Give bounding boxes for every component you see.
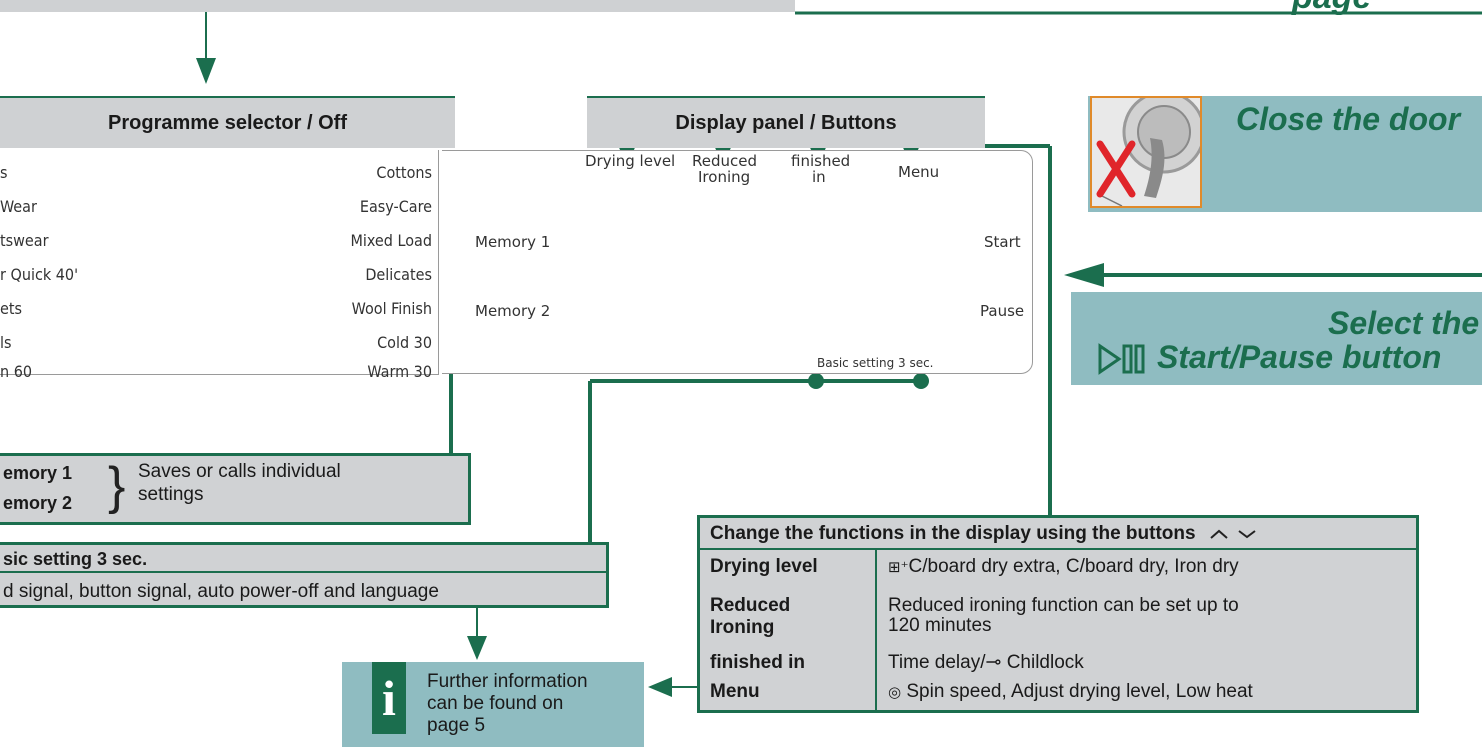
- info-line2: can be found on: [427, 693, 564, 714]
- display-screen: [577, 196, 962, 344]
- row-menu-value: ◎ Spin speed, Adjust drying level, Low h…: [888, 681, 1253, 704]
- door-warning-icon: [1090, 96, 1202, 208]
- memory-desc-line1: Saves or calls individual: [138, 461, 341, 482]
- row-reduced-key-1: Reduced: [710, 595, 791, 616]
- programme-warm-30[interactable]: Warm 30: [367, 362, 432, 381]
- programme-left-1[interactable]: Wear: [0, 197, 37, 216]
- programme-wool-finish[interactable]: Wool Finish: [351, 299, 432, 318]
- programme-left-4[interactable]: ets: [0, 299, 22, 318]
- memory-1-key: emory 1: [3, 463, 73, 483]
- spin-speed-icon: ◎: [888, 684, 902, 701]
- close-door-box: Close the door: [1088, 96, 1482, 212]
- chevron-up-down-icon: [1210, 529, 1256, 539]
- menu-desc: Spin speed, Adjust drying level, Low hea…: [901, 681, 1253, 702]
- programme-left-2[interactable]: tswear: [0, 231, 49, 250]
- programme-selector-title: Programme selector / Off: [108, 111, 347, 134]
- row-finished-in-value: Time delay/⊸ Childlock: [888, 652, 1084, 674]
- function-table-caption: Change the functions in the display usin…: [700, 518, 1416, 550]
- finished-in-button-line2[interactable]: in: [812, 168, 826, 186]
- basic-setting-text: d signal, button signal, auto power-off …: [3, 581, 439, 602]
- display-panel: [442, 150, 1033, 374]
- programme-easy-care[interactable]: Easy-Care: [359, 197, 432, 216]
- row-finished-in-key: finished in: [710, 652, 805, 673]
- start-label: Start: [984, 233, 1021, 251]
- memory-box: emory 1 emory 2 } Saves or calls individ…: [0, 453, 471, 525]
- childlock-text: Childlock: [1001, 652, 1084, 673]
- programme-left-0[interactable]: s: [0, 163, 8, 182]
- programme-selector-header: Programme selector / Off: [0, 96, 455, 148]
- memory-desc-line2: settings: [138, 484, 204, 505]
- select-start-line2: Start/Pause button: [1157, 339, 1442, 375]
- info-icon: i: [372, 662, 406, 734]
- select-start-line1: Select the: [1328, 305, 1480, 341]
- row-drying-level-value: ⊞⁺C/board dry extra, C/board dry, Iron d…: [888, 556, 1239, 579]
- programme-delicates[interactable]: Delicates: [365, 265, 432, 284]
- row-menu-key: Menu: [710, 681, 760, 702]
- start-pause-icon: [1098, 343, 1145, 375]
- row-reduced-key-2: Ironing: [710, 617, 775, 638]
- table-divider: [875, 550, 877, 710]
- info-line3: page 5: [427, 715, 486, 736]
- info-line1: Further information: [427, 671, 588, 692]
- basic-setting-title: sic setting 3 sec.: [3, 549, 148, 569]
- pause-label: Pause: [980, 302, 1025, 320]
- drying-level-button[interactable]: Drying level: [585, 152, 676, 170]
- reduced-ironing-button-line2[interactable]: Ironing: [698, 168, 751, 186]
- programme-selector-panel: s Wear tswear r Quick 40' ets ls n 60 Co…: [0, 150, 439, 381]
- programme-cottons[interactable]: Cottons: [376, 163, 432, 182]
- key-icon: ⊸: [985, 652, 1002, 673]
- display-panel-title: Display panel / Buttons: [675, 111, 897, 134]
- row-drying-level-key: Drying level: [710, 556, 818, 577]
- board-dry-extra-icon: ⊞⁺: [888, 559, 909, 576]
- programme-knob[interactable]: [106, 172, 306, 372]
- basic-setting-label[interactable]: Basic setting 3 sec.: [817, 356, 934, 370]
- time-delay-text: Time delay/: [888, 652, 986, 673]
- memory-2-key: emory 2: [3, 493, 73, 513]
- menu-button[interactable]: Menu: [898, 163, 940, 181]
- drying-level-desc: C/board dry extra, C/board dry, Iron dry: [908, 556, 1239, 577]
- function-table: Change the functions in the display usin…: [697, 515, 1419, 713]
- display-panel-header: Display panel / Buttons: [587, 96, 985, 148]
- close-door-text: Close the door: [1236, 101, 1461, 137]
- programme-left-5[interactable]: ls: [0, 333, 12, 352]
- info-icon-glyph: i: [382, 670, 396, 726]
- programme-mixed-load[interactable]: Mixed Load: [350, 231, 432, 250]
- memory-2-button[interactable]: Memory 2: [475, 302, 551, 320]
- select-start-box: Select the Start/Pause button: [1071, 292, 1482, 385]
- programme-cold-30[interactable]: Cold 30: [377, 333, 432, 352]
- basic-setting-box: sic setting 3 sec. d signal, button sign…: [0, 542, 609, 608]
- row-reduced-value-1: Reduced ironing function can be set up t…: [888, 595, 1239, 616]
- finished-in-button-line1[interactable]: finished: [791, 152, 851, 170]
- programme-left-3[interactable]: r Quick 40': [0, 265, 79, 284]
- page-heading-fragment: page: [1292, 0, 1371, 17]
- brace: }: [108, 457, 126, 515]
- info-box: i Further information can be found on pa…: [342, 662, 644, 747]
- row-reduced-value-2: 120 minutes: [888, 615, 992, 636]
- function-caption-text: Change the functions in the display usin…: [710, 523, 1196, 544]
- start-pause-button[interactable]: [978, 258, 1016, 284]
- programme-left-6[interactable]: n 60: [0, 362, 33, 381]
- memory-1-button[interactable]: Memory 1: [475, 233, 551, 251]
- reduced-ironing-button-line1[interactable]: Reduced: [692, 152, 758, 170]
